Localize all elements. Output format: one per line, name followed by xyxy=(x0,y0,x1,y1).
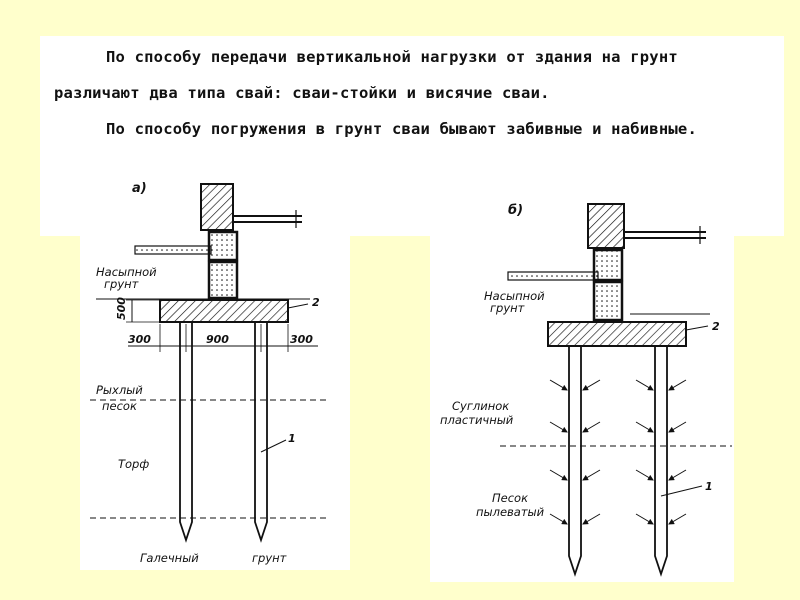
figure-a-drawing: а) Насыпной грунт 2 500 300 900 300 xyxy=(90,181,328,565)
fill-soil-label-1: Насыпной xyxy=(96,265,157,279)
pile-leader xyxy=(660,485,703,497)
ground-surface xyxy=(134,245,212,255)
loam-label-2: пластичный xyxy=(440,413,514,427)
grillage xyxy=(547,321,687,347)
block-lower xyxy=(592,280,624,322)
block-upper xyxy=(207,230,239,262)
block-lower xyxy=(207,260,239,300)
dim-vertical-value: 500 xyxy=(115,297,128,320)
pile-leader xyxy=(260,439,287,453)
text-line-1: По способу передачи вертикальной нагрузк… xyxy=(106,48,678,66)
loose-sand-label-1: Рыхлый xyxy=(96,383,143,397)
soil-label: грунт xyxy=(252,551,287,565)
fill-soil-label-2: грунт xyxy=(104,277,139,291)
fill-soil-label-2: грунт xyxy=(490,301,525,315)
block-upper xyxy=(592,248,624,282)
grillage xyxy=(159,299,289,323)
wall-section xyxy=(587,203,625,249)
text-line-2: различают два типа свай: сваи-стойки и в… xyxy=(54,84,550,102)
pile-left xyxy=(179,322,193,543)
friction-arrows-right xyxy=(635,379,687,525)
pile-marker: 1 xyxy=(288,432,296,445)
pebble-label: Галечный xyxy=(140,551,199,565)
figure-a: а) Насыпной грунт 2 500 300 900 300 xyxy=(80,178,350,570)
dim-middle-value: 900 xyxy=(206,333,229,346)
grillage-marker: 2 xyxy=(312,296,320,309)
fill-soil-label-1: Насыпной xyxy=(484,289,545,303)
wall-section xyxy=(200,183,234,231)
pile-right xyxy=(654,346,668,577)
loam-label-1: Суглинок xyxy=(452,399,509,413)
figure-b: б) Насыпной грунт 2 xyxy=(430,184,734,582)
dusty-sand-label-1: Песок xyxy=(492,491,528,505)
dim-right-value: 300 xyxy=(290,333,313,346)
figure-b-drawing: б) Насыпной грунт 2 xyxy=(440,203,732,577)
grillage-leader xyxy=(685,325,709,331)
dim-left-value: 300 xyxy=(128,333,151,346)
ground-surface xyxy=(507,271,599,281)
figure-a-tag: а) xyxy=(132,181,147,196)
pile-right xyxy=(254,322,268,543)
peat-label: Торф xyxy=(118,457,149,471)
grillage-marker: 2 xyxy=(712,320,720,333)
grillage-leader xyxy=(287,303,309,309)
loose-sand-label-2: песок xyxy=(102,399,137,413)
pile-left xyxy=(568,346,582,577)
dusty-sand-label-2: пылеватый xyxy=(476,505,545,519)
text-line-3: По способу погружения в грунт сваи бываю… xyxy=(106,120,697,138)
pile-marker: 1 xyxy=(705,480,713,493)
figure-b-tag: б) xyxy=(508,203,523,218)
friction-arrows-left xyxy=(549,379,601,525)
